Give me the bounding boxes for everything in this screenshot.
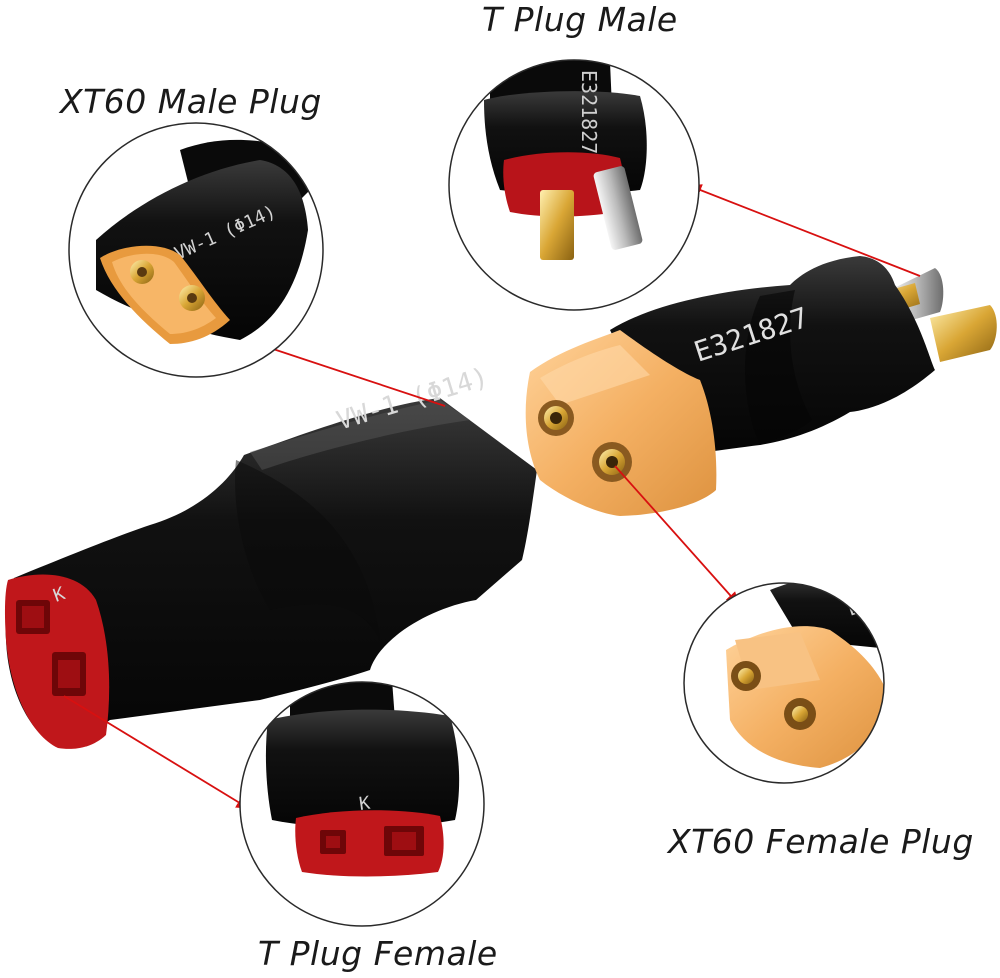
zoom-xt60-male: VW-1 (Φ14) <box>68 122 324 378</box>
label-xt60-female-plug: XT60 Female Plug <box>668 822 974 861</box>
zoom-t-plug-female: K <box>239 681 485 927</box>
zoom-t-plug-male: E321827 <box>448 59 700 311</box>
svg-text:E32: E32 <box>844 587 886 621</box>
arrow-t-plug-male <box>688 184 921 277</box>
zoom-xt60-female: E32 <box>683 582 886 784</box>
arrow-xt60-male <box>256 341 446 407</box>
arrow-xt60-female <box>614 465 739 605</box>
svg-text:K: K <box>358 793 372 815</box>
callout-arrows <box>63 184 921 809</box>
svg-text:E321827: E321827 <box>577 70 601 154</box>
label-t-plug-female: T Plug Female <box>258 934 498 973</box>
label-xt60-male-plug: XT60 Male Plug <box>60 82 322 121</box>
label-t-plug-male: T Plug Male <box>482 0 678 39</box>
adapter-t-female-body: VW-1 (Φ14) K <box>4 362 538 749</box>
zoom-circle-outline <box>448 59 700 311</box>
adapter-xt60-female-body: E321827 <box>525 256 997 516</box>
arrow-t-plug-female <box>63 695 250 809</box>
